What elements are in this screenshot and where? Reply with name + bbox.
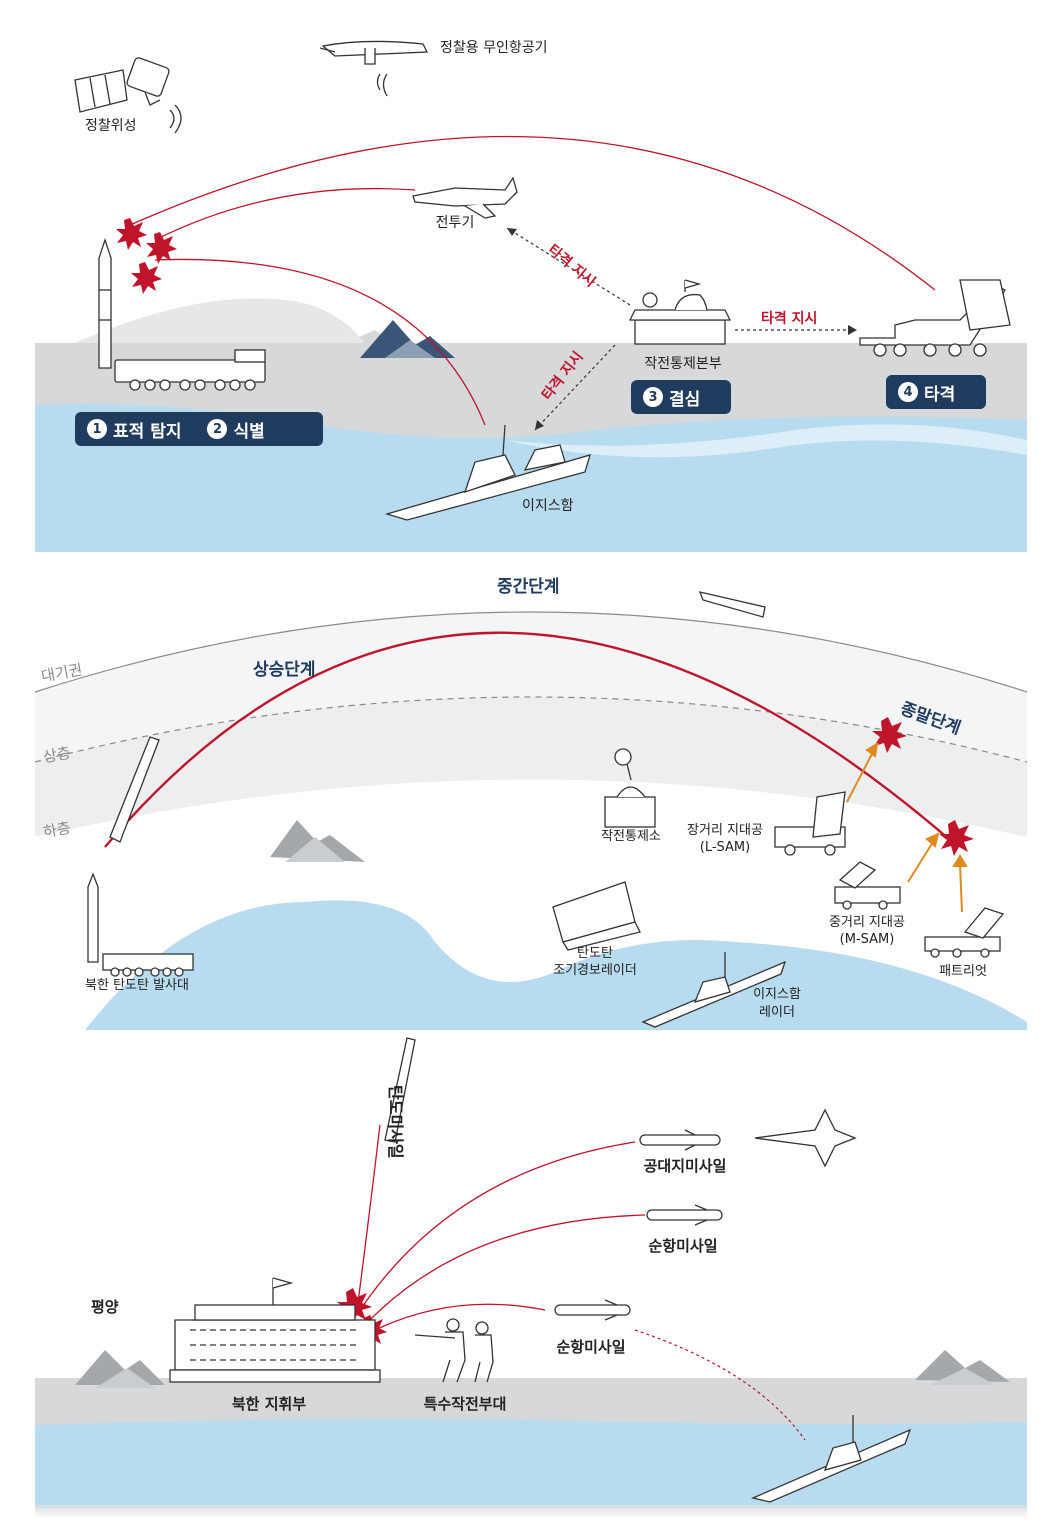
step-number: 2 (207, 419, 228, 439)
ewr-label-line1: 탄도탄 (577, 946, 613, 961)
strike-order-label-thaad: 타격 지시 (761, 311, 818, 327)
command-hq-icon (628, 279, 732, 345)
step-number: 4 (898, 382, 918, 402)
cruise-missile-label-2: 순항미사일 (556, 1338, 626, 1356)
interceptor-arrow-icon (846, 742, 968, 913)
sea-area (85, 900, 1027, 1030)
aegis-ship-icon (750, 1415, 912, 1503)
lsam-label-line1: 장거리 지대공 (687, 823, 763, 838)
cruise-missile-icon (554, 1299, 631, 1321)
launcher-label: 북한 탄도탄 발사대 (85, 978, 189, 993)
panel3-graphics (35, 1037, 1027, 1508)
mountain-icon (915, 1350, 1010, 1385)
ewr-label-line2: 조기경보레이더 (553, 963, 637, 978)
fighter-label: 전투기 (435, 215, 475, 231)
early-warning-radar-icon (552, 881, 641, 951)
step-badge-detect-identify: 1 표적 탐지 2 식별 (75, 412, 323, 446)
stage-boost: 상승단계 (253, 660, 316, 680)
step-label: 표적 탐지 (113, 421, 182, 442)
step-label: 식별 (233, 421, 265, 442)
msam-launcher-icon (834, 861, 901, 910)
ops-station-label: 작전통제소 (601, 829, 661, 844)
pyongyang-label: 평양 (91, 1298, 119, 1316)
mountain-icon (75, 1350, 165, 1388)
step-number: 1 (87, 419, 107, 439)
mountain-icon (360, 320, 455, 358)
ballistic-missile-icon (384, 1037, 416, 1143)
msam-label-line1: 중거리 지대공 (829, 915, 905, 930)
cruise-missile-label-1: 순항미사일 (648, 1237, 718, 1255)
air-to-ground-missile-label: 공대지미사일 (643, 1157, 727, 1175)
step-label: 결심 (669, 389, 701, 410)
patriot-launcher-icon (924, 907, 1005, 958)
panel2-graphics (35, 591, 1027, 1030)
cruise-missile-icon (646, 1204, 723, 1226)
nk-command-building-icon (169, 1277, 381, 1383)
stage-midcourse: 중간단계 (497, 577, 560, 597)
thaad-launcher-icon (859, 279, 1011, 357)
panel-kill-chain: 정찰위성 정찰용 무인항공기 전투기 작전통제본부 이지스함 타격 지시 타격 … (35, 0, 1027, 552)
lsam-launcher-icon (774, 791, 846, 856)
lsam-label-line2: (L-SAM) (699, 840, 751, 855)
page-shadow (35, 1505, 1027, 1519)
explosion-icon (872, 717, 974, 856)
air-to-ground-missile-icon (639, 1129, 721, 1151)
ballistic-missile-icon (109, 591, 766, 843)
uav-label: 정찰용 무인항공기 (440, 40, 548, 56)
special-forces-label: 특수작전부대 (423, 1395, 507, 1413)
step-label: 타격 (924, 384, 956, 405)
missile-launcher-icon (87, 872, 194, 977)
panel-massive-retaliation: 탄도미사일 공대지미사일 순항미사일 순항미사일 평양 북한 지휘부 특수작전부… (35, 1030, 1027, 1508)
aegis-ship-icon (641, 952, 787, 1028)
step-badge-strike: 4 타격 (886, 375, 986, 409)
ops-station-icon (604, 748, 656, 828)
command-hq-label: 작전통제본부 (644, 356, 722, 372)
uav-icon (319, 40, 429, 97)
patriot-label: 패트리엇 (939, 964, 987, 979)
mountain-icon (270, 820, 365, 862)
fighter-jet-icon (412, 176, 518, 219)
step-badge-decision: 3 결심 (631, 380, 731, 414)
aegis-ship-icon (384, 424, 591, 521)
aegis-label: 이지스함 (522, 498, 574, 514)
satellite-icon (74, 57, 182, 134)
msam-label-line2: (M-SAM) (839, 932, 895, 947)
explosion-icon (116, 218, 177, 294)
nk-command-label: 북한 지휘부 (231, 1395, 307, 1413)
panel-missile-defense: 중간단계 상승단계 종말단계 대기권 상층 하층 북한 탄도탄 발사대 작전통제… (35, 552, 1027, 1030)
special-forces-icon (414, 1318, 494, 1383)
step-number: 3 (643, 387, 663, 407)
aegis-radar-label-line2: 레이더 (759, 1005, 795, 1020)
aegis-radar-label-line1: 이지스함 (753, 987, 801, 1002)
panel1-graphics (35, 40, 1027, 552)
sea-area (35, 1419, 1027, 1508)
missile-launcher-icon (98, 237, 266, 391)
satellite-label: 정찰위성 (85, 118, 137, 134)
fighter-jet-icon (754, 1108, 857, 1168)
ballistic-missile-label: 탄도미사일 (386, 1085, 405, 1159)
